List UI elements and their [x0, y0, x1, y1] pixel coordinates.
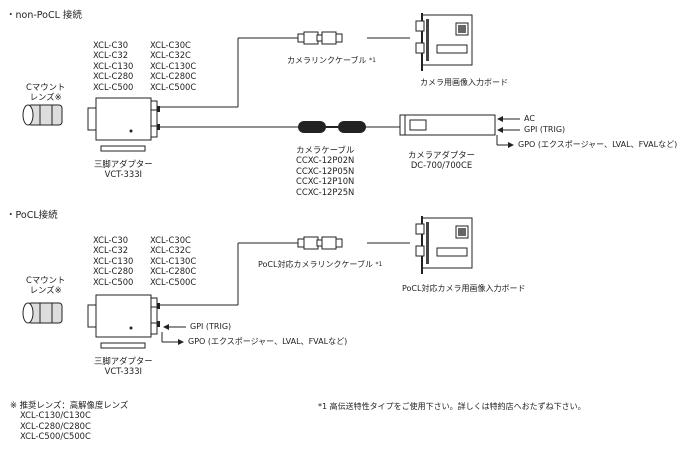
tripod-label-non-pocl: 三脚アダプター VCT-333I [94, 159, 153, 180]
model-item: XCL-C30 [93, 40, 129, 50]
model-item: XCL-C280 [93, 71, 134, 82]
lens-footnote-item: XCL-C500/C500C [20, 431, 91, 442]
models-left-pocl: XCL-C30 XCL-C32 XCL-C130 XCL-C280 XCL-C5… [93, 235, 133, 287]
lens-footnote-item: XCL-C130/C130C [20, 410, 91, 421]
camera-cable-plug-a [298, 121, 326, 133]
lens-icon-1 [22, 104, 63, 126]
model-item: XCL-C32 [93, 50, 129, 61]
models-right-non-pocl: XCL-C30C XCL-C32C XCL-C130C XCL-C280C XC… [150, 40, 196, 92]
models-right-pocl: XCL-C30C XCL-C32C XCL-C130C XCL-C280C XC… [150, 235, 196, 287]
model-item: XCL-C30 [93, 235, 129, 245]
models-left-non-pocl: XCL-C30 XCL-C32 XCL-C130 XCL-C280 XCL-C5… [93, 40, 133, 92]
tripod-label-pocl: 三脚アダプター VCT-333I [94, 356, 153, 377]
model-item: XCL-C500 [93, 81, 134, 92]
model-item: XCL-C500C [150, 276, 197, 287]
camera-icon-1 [87, 97, 161, 141]
model-item: XCL-C280C [150, 71, 197, 82]
board-label-non-pocl: カメラ用画像入力ボード [420, 78, 508, 87]
tripod-icon-1 [100, 145, 146, 152]
signal-gpi-non-pocl: GPI (TRIG) [524, 125, 566, 134]
signal-gpo-pocl: GPO (エクスポージャー、LVAL、FVALなど) [188, 337, 348, 346]
model-item: XCL-C280 [93, 266, 134, 277]
model-item: XCL-C130C [150, 255, 197, 266]
link-cable-label-pocl: PoCL対応カメラリンクケーブル *1 [258, 260, 383, 269]
model-item: XCL-C500C [150, 81, 197, 92]
signal-ac: AC [524, 114, 535, 123]
lens-footnote: ※ 推奨レンズ：高解像度レンズ XCL-C130/C130C XCL-C280/… [10, 400, 128, 442]
model-item: XCL-C130 [93, 255, 134, 266]
tripod-icon-2 [100, 342, 146, 349]
camera-icon-2 [87, 294, 161, 338]
model-item: XCL-C500 [93, 276, 134, 287]
capture-board-icon-2 [415, 215, 473, 275]
adapter-label: カメラアダプター DC-700/700CE [408, 150, 475, 171]
signal-gpi-pocl: GPI (TRIG) [190, 322, 232, 331]
model-item: XCL-C32C [150, 50, 191, 61]
camera-cable-label: カメラケーブル CCXC-12P02N CCXC-12P05N CCXC-12P… [296, 145, 355, 197]
link-cable-connector-1b [316, 31, 343, 45]
lens-footnote-item: XCL-C280/C280C [20, 420, 91, 431]
link-cable-label-non-pocl: カメラリンクケーブル *1 [287, 56, 376, 65]
board-label-pocl: PoCL対応カメラ用画像入力ボード [402, 284, 526, 293]
model-item: XCL-C32 [93, 245, 129, 256]
lens-label-non-pocl: Cマウント レンズ※ [26, 82, 66, 103]
camera-cable-plug-b [338, 121, 366, 133]
model-item: XCL-C130 [93, 60, 134, 71]
model-item: XCL-C30C [150, 235, 191, 245]
model-item: XCL-C280C [150, 266, 197, 277]
model-item: XCL-C130C [150, 60, 197, 71]
model-item: XCL-C30C [150, 40, 191, 50]
signal-gpo-non-pocl: GPO (エクスポージャー、LVAL、FVALなど) [518, 140, 678, 149]
lens-icon-2 [22, 302, 63, 324]
lens-footnote-title: ※ 推奨レンズ：高解像度レンズ [10, 400, 129, 410]
lens-label-pocl: Cマウント レンズ※ [26, 275, 66, 296]
section-title-non-pocl: ・non-PoCL 接続 [6, 10, 82, 21]
link-cable-connector-2b [316, 236, 343, 250]
capture-board-icon-1 [415, 12, 473, 72]
model-item: XCL-C32C [150, 245, 191, 256]
cable-footnote: *1 高伝送特性タイプをご使用下さい。詳しくは特約店へおたずね下さい。 [318, 402, 586, 411]
section-title-pocl: ・PoCL接続 [6, 210, 58, 221]
